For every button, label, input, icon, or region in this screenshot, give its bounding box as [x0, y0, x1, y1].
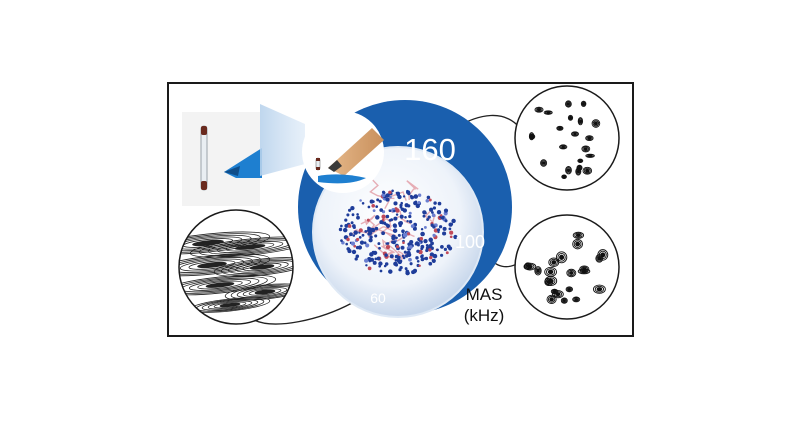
axis-label-mas: MAS — [466, 285, 503, 304]
speed-label-60: 60 — [370, 290, 386, 306]
figure-frame — [167, 82, 634, 337]
magnification-beam — [260, 104, 305, 176]
speed-label-160: 160 — [404, 132, 456, 167]
spectrum-sharp-high-speed — [514, 85, 620, 191]
speed-label-100: 100 — [455, 232, 485, 252]
pencil-inset — [302, 111, 384, 193]
connector-bottom-left — [253, 302, 353, 325]
spectrum-mid-speed — [514, 214, 620, 320]
rotor-photo-panel — [182, 112, 262, 206]
axis-label-khz: (kHz) — [464, 306, 505, 325]
pencil-point-icon — [224, 166, 240, 176]
nmr-rotor-icon — [200, 125, 208, 191]
spectrum-broad-low-speed — [178, 209, 294, 325]
protein-cloud-icon — [338, 175, 458, 276]
